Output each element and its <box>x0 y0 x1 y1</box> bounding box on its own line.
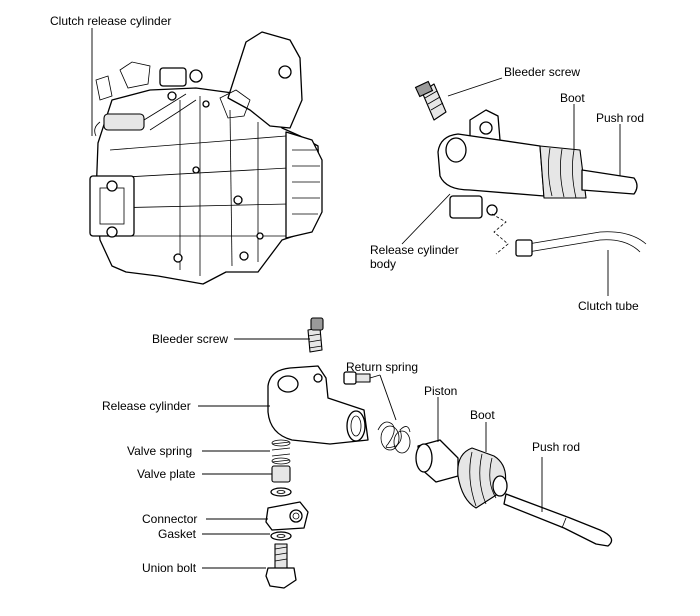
label-release-cylinder-body-line1: Release cylinder <box>370 243 459 257</box>
label-valve-spring: Valve spring <box>127 444 192 458</box>
label-valve-plate: Valve plate <box>137 467 196 481</box>
leader-lines <box>91 28 621 569</box>
label-clutch-tube: Clutch tube <box>578 299 639 313</box>
label-return-spring: Return spring <box>346 360 418 374</box>
label-bleeder-screw-bottom: Bleeder screw <box>152 332 228 346</box>
label-connector: Connector <box>142 512 197 526</box>
label-boot-top: Boot <box>560 91 585 105</box>
transaxle-drawing <box>89 31 323 285</box>
assembled-release-cylinder-drawing <box>414 80 647 257</box>
label-push-rod-top: Push rod <box>596 111 644 125</box>
label-push-rod-bottom: Push rod <box>532 440 580 454</box>
label-release-cylinder: Release cylinder <box>102 399 191 413</box>
label-boot-bottom: Boot <box>470 408 495 422</box>
label-release-cylinder-body-line2: body <box>370 257 396 271</box>
label-piston: Piston <box>424 384 457 398</box>
label-union-bolt: Union bolt <box>142 561 197 575</box>
labels: Clutch release cylinder Bleeder screw Bo… <box>50 14 644 575</box>
label-bleeder-screw-top: Bleeder screw <box>504 65 580 79</box>
label-clutch-release-cylinder: Clutch release cylinder <box>50 14 171 28</box>
label-gasket: Gasket <box>158 527 197 541</box>
exploded-view-drawing <box>265 317 613 589</box>
